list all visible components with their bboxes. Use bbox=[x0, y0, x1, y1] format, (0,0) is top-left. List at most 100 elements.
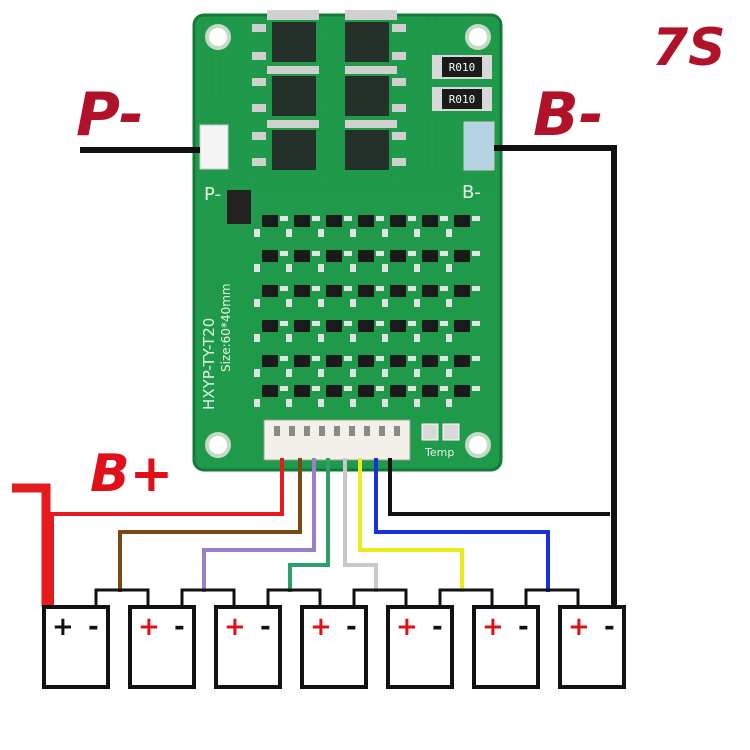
smd-chip bbox=[262, 285, 278, 297]
battery-cell: +- bbox=[214, 605, 282, 689]
smd-cap bbox=[318, 229, 324, 237]
smd-resistor bbox=[376, 251, 384, 256]
smd-cap bbox=[382, 399, 388, 407]
smd-resistor bbox=[344, 251, 352, 256]
smd-cap bbox=[318, 369, 324, 377]
smd-cap bbox=[350, 264, 356, 272]
smd-resistor bbox=[440, 216, 448, 221]
smd-resistor bbox=[344, 356, 352, 361]
smd-cap bbox=[254, 369, 260, 377]
smd-cap bbox=[350, 369, 356, 377]
shunt-resistor: R010 bbox=[432, 55, 492, 79]
balance-wire-purple bbox=[202, 458, 316, 592]
smd-resistor bbox=[280, 356, 288, 361]
silkscreen-model: HXYP-TY-T20 bbox=[200, 318, 218, 410]
smd-cap bbox=[254, 334, 260, 342]
smd-resistor bbox=[312, 356, 320, 361]
smd-resistor bbox=[280, 286, 288, 291]
protection-ic-grid bbox=[254, 215, 480, 407]
smd-cap bbox=[286, 299, 292, 307]
balance-wire-blue bbox=[374, 458, 550, 592]
smd-chip bbox=[262, 385, 278, 397]
pad-p-label: P- bbox=[204, 184, 221, 205]
wiring bbox=[12, 145, 617, 607]
smd-cap bbox=[446, 264, 452, 272]
smd-resistor bbox=[312, 321, 320, 326]
smd-cap bbox=[318, 334, 324, 342]
mounting-hole bbox=[205, 432, 231, 458]
smd-resistor bbox=[440, 251, 448, 256]
resistor-label: R010 bbox=[449, 93, 476, 106]
smd-resistor bbox=[344, 216, 352, 221]
smd-chip bbox=[422, 320, 438, 332]
series-link bbox=[352, 588, 408, 607]
p-minus-pad bbox=[199, 124, 229, 170]
cell-plus-label: + bbox=[396, 612, 418, 642]
smd-resistor bbox=[408, 321, 416, 326]
smd-cap bbox=[286, 229, 292, 237]
smd-cap bbox=[382, 369, 388, 377]
smd-chip bbox=[358, 285, 374, 297]
cell-minus-label: - bbox=[260, 612, 271, 642]
cell-minus-label: - bbox=[346, 612, 357, 642]
smd-resistor bbox=[312, 216, 320, 221]
pcb-board: R010 R010 P- B- HXYP-TY-T20 Size:60*40mm… bbox=[192, 10, 503, 472]
connector-pin bbox=[334, 426, 340, 436]
balance-wire-black bbox=[388, 458, 610, 516]
smd-chip bbox=[262, 355, 278, 367]
mounting-hole bbox=[465, 24, 491, 50]
b-plus-label: B+ bbox=[90, 444, 174, 504]
smd-cap bbox=[286, 399, 292, 407]
smd-chip bbox=[422, 250, 438, 262]
smd-cap bbox=[254, 264, 260, 272]
smd-resistor bbox=[376, 356, 384, 361]
smd-chip bbox=[390, 250, 406, 262]
smd-chip bbox=[358, 385, 374, 397]
series-link bbox=[266, 588, 322, 607]
connector-pin bbox=[289, 426, 295, 436]
smd-cap bbox=[382, 334, 388, 342]
smd-chip bbox=[262, 215, 278, 227]
smd-chip bbox=[454, 250, 470, 262]
regulator-chip bbox=[227, 190, 251, 224]
smd-cap bbox=[318, 299, 324, 307]
smd-chip bbox=[390, 215, 406, 227]
smd-resistor bbox=[280, 216, 288, 221]
smd-resistor bbox=[472, 286, 480, 291]
smd-resistor bbox=[472, 356, 480, 361]
smd-cap bbox=[286, 264, 292, 272]
smd-resistor bbox=[376, 216, 384, 221]
smd-resistor bbox=[280, 321, 288, 326]
smd-cap bbox=[414, 334, 420, 342]
b-minus-label: B- bbox=[533, 80, 604, 150]
smd-chip bbox=[326, 285, 342, 297]
smd-resistor bbox=[472, 386, 480, 391]
smd-resistor bbox=[408, 216, 416, 221]
smd-chip bbox=[422, 215, 438, 227]
smd-resistor bbox=[376, 386, 384, 391]
smd-resistor bbox=[408, 251, 416, 256]
smd-cap bbox=[446, 369, 452, 377]
smd-resistor bbox=[408, 386, 416, 391]
smd-chip bbox=[454, 215, 470, 227]
smd-chip bbox=[326, 250, 342, 262]
cell-plus-label: + bbox=[52, 612, 74, 642]
cell-plus-label: + bbox=[568, 612, 590, 642]
smd-chip bbox=[294, 355, 310, 367]
cell-plus-label: + bbox=[310, 612, 332, 642]
connector-pin bbox=[304, 426, 310, 436]
smd-resistor bbox=[408, 356, 416, 361]
temp-label: Temp bbox=[424, 446, 454, 459]
balance-wire-green bbox=[288, 458, 330, 592]
smd-chip bbox=[454, 285, 470, 297]
smd-cap bbox=[350, 299, 356, 307]
smd-cap bbox=[318, 264, 324, 272]
smd-resistor bbox=[344, 386, 352, 391]
smd-chip bbox=[358, 355, 374, 367]
config-label: 7S bbox=[652, 18, 726, 78]
smd-cap bbox=[382, 229, 388, 237]
smd-chip bbox=[326, 215, 342, 227]
smd-resistor bbox=[440, 321, 448, 326]
smd-chip bbox=[294, 215, 310, 227]
smd-resistor bbox=[376, 321, 384, 326]
